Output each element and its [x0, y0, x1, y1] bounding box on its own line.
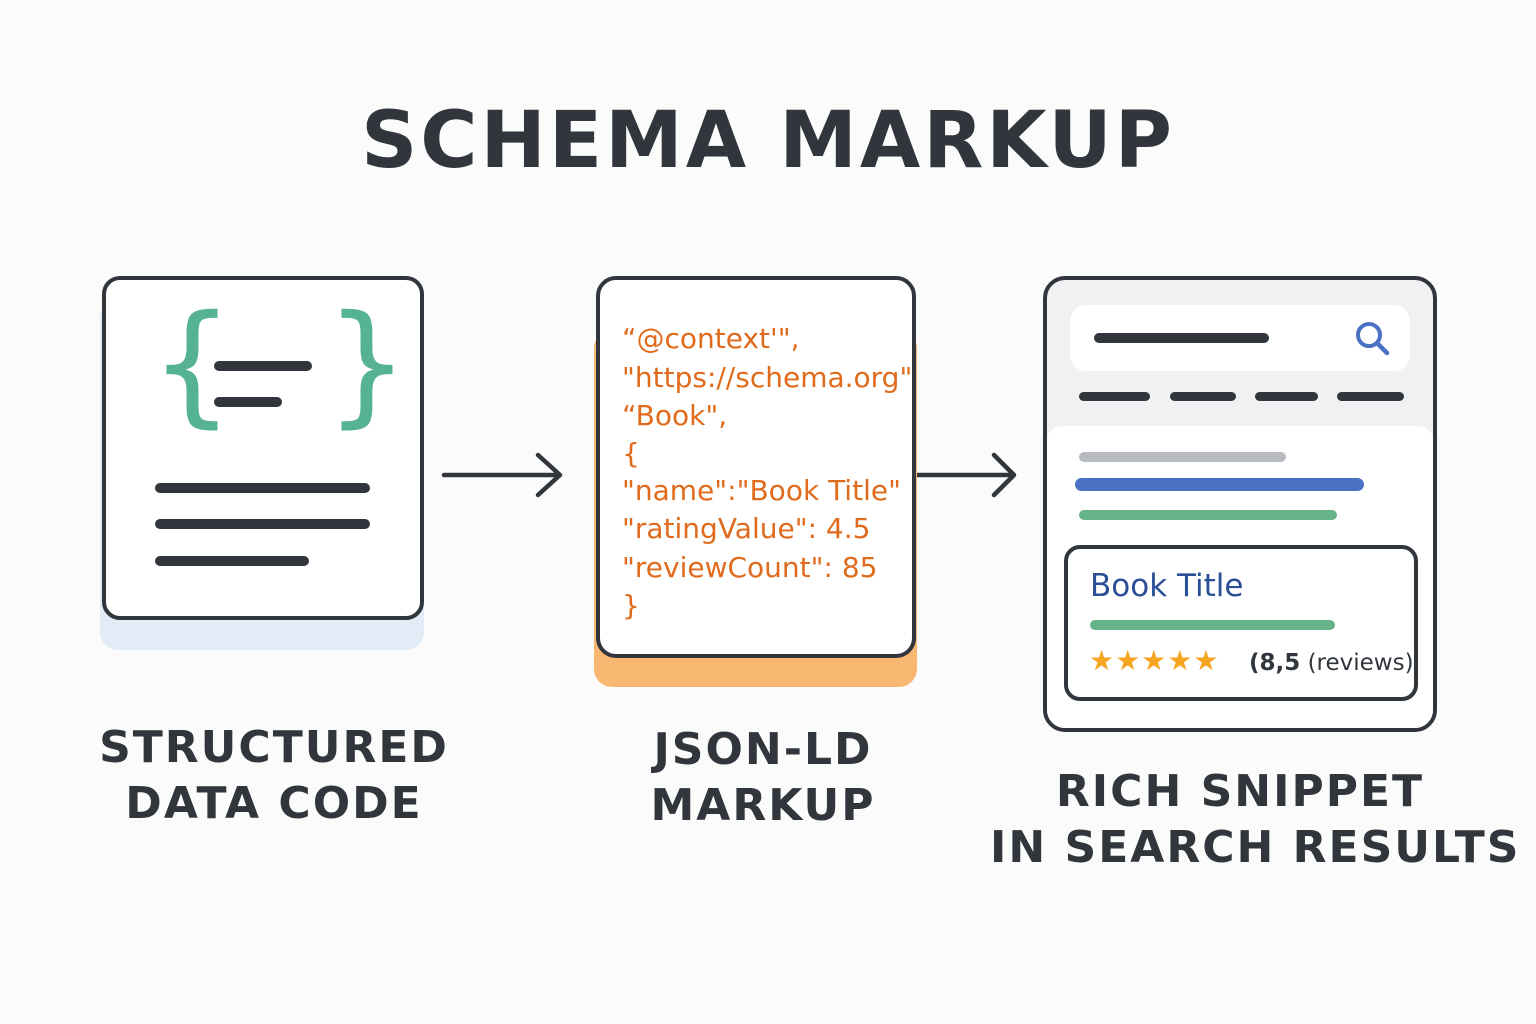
caption-line: IN SEARCH RESULTS	[990, 822, 1521, 873]
right-curly-brace-icon: }	[325, 287, 409, 441]
caption-json-ld: JSON-LD MARKUP	[563, 722, 963, 834]
caption-line: MARKUP	[650, 780, 876, 831]
arrow-right-icon	[913, 452, 1017, 498]
code-line: "ratingValue": 4.5	[622, 512, 871, 545]
code-card	[596, 276, 916, 658]
code-line	[214, 361, 312, 371]
result-desc-line	[1079, 510, 1337, 520]
nav-tab-line	[1337, 392, 1404, 401]
arrow-right-icon	[441, 452, 563, 498]
code-line: "reviewCount": 85	[622, 551, 878, 584]
code-line: "https://schema.org"	[622, 361, 913, 394]
result-link-line	[1075, 478, 1364, 491]
snippet-title: Book Title	[1090, 568, 1244, 604]
result-url-line	[1079, 452, 1286, 462]
caption-line: DATA CODE	[125, 778, 423, 829]
code-line: {	[622, 437, 640, 470]
rating-text: (8,5 (reviews)	[1249, 652, 1414, 675]
rating-count: (8,5	[1249, 650, 1301, 676]
code-line: }	[622, 589, 640, 622]
search-query-line	[1094, 333, 1269, 343]
text-line	[155, 519, 370, 529]
caption-structured-data: STRUCTURED DATA CODE	[74, 720, 474, 832]
search-icon	[1356, 322, 1390, 356]
diagram-title: SCHEMA MARKUP	[361, 96, 1175, 186]
rating-label: (reviews)	[1307, 650, 1414, 676]
star-rating-icon: ★★★★★	[1089, 644, 1220, 677]
code-line: “@context'",	[622, 322, 800, 355]
nav-tab-line	[1079, 392, 1150, 401]
nav-tab-line	[1170, 392, 1236, 401]
snippet-desc-line	[1090, 620, 1335, 630]
caption-line: STRUCTURED	[99, 722, 449, 773]
text-line	[155, 483, 370, 493]
code-line: "name":"Book Title"	[622, 474, 901, 507]
caption-line: RICH SNIPPET	[1055, 766, 1425, 817]
caption-line: JSON-LD	[653, 724, 873, 775]
nav-tab-line	[1255, 392, 1318, 401]
code-line: “Book",	[622, 399, 728, 432]
code-line	[214, 397, 282, 407]
caption-rich-snippet: RICH SNIPPET IN SEARCH RESULTS	[990, 764, 1521, 876]
text-line	[155, 556, 309, 566]
